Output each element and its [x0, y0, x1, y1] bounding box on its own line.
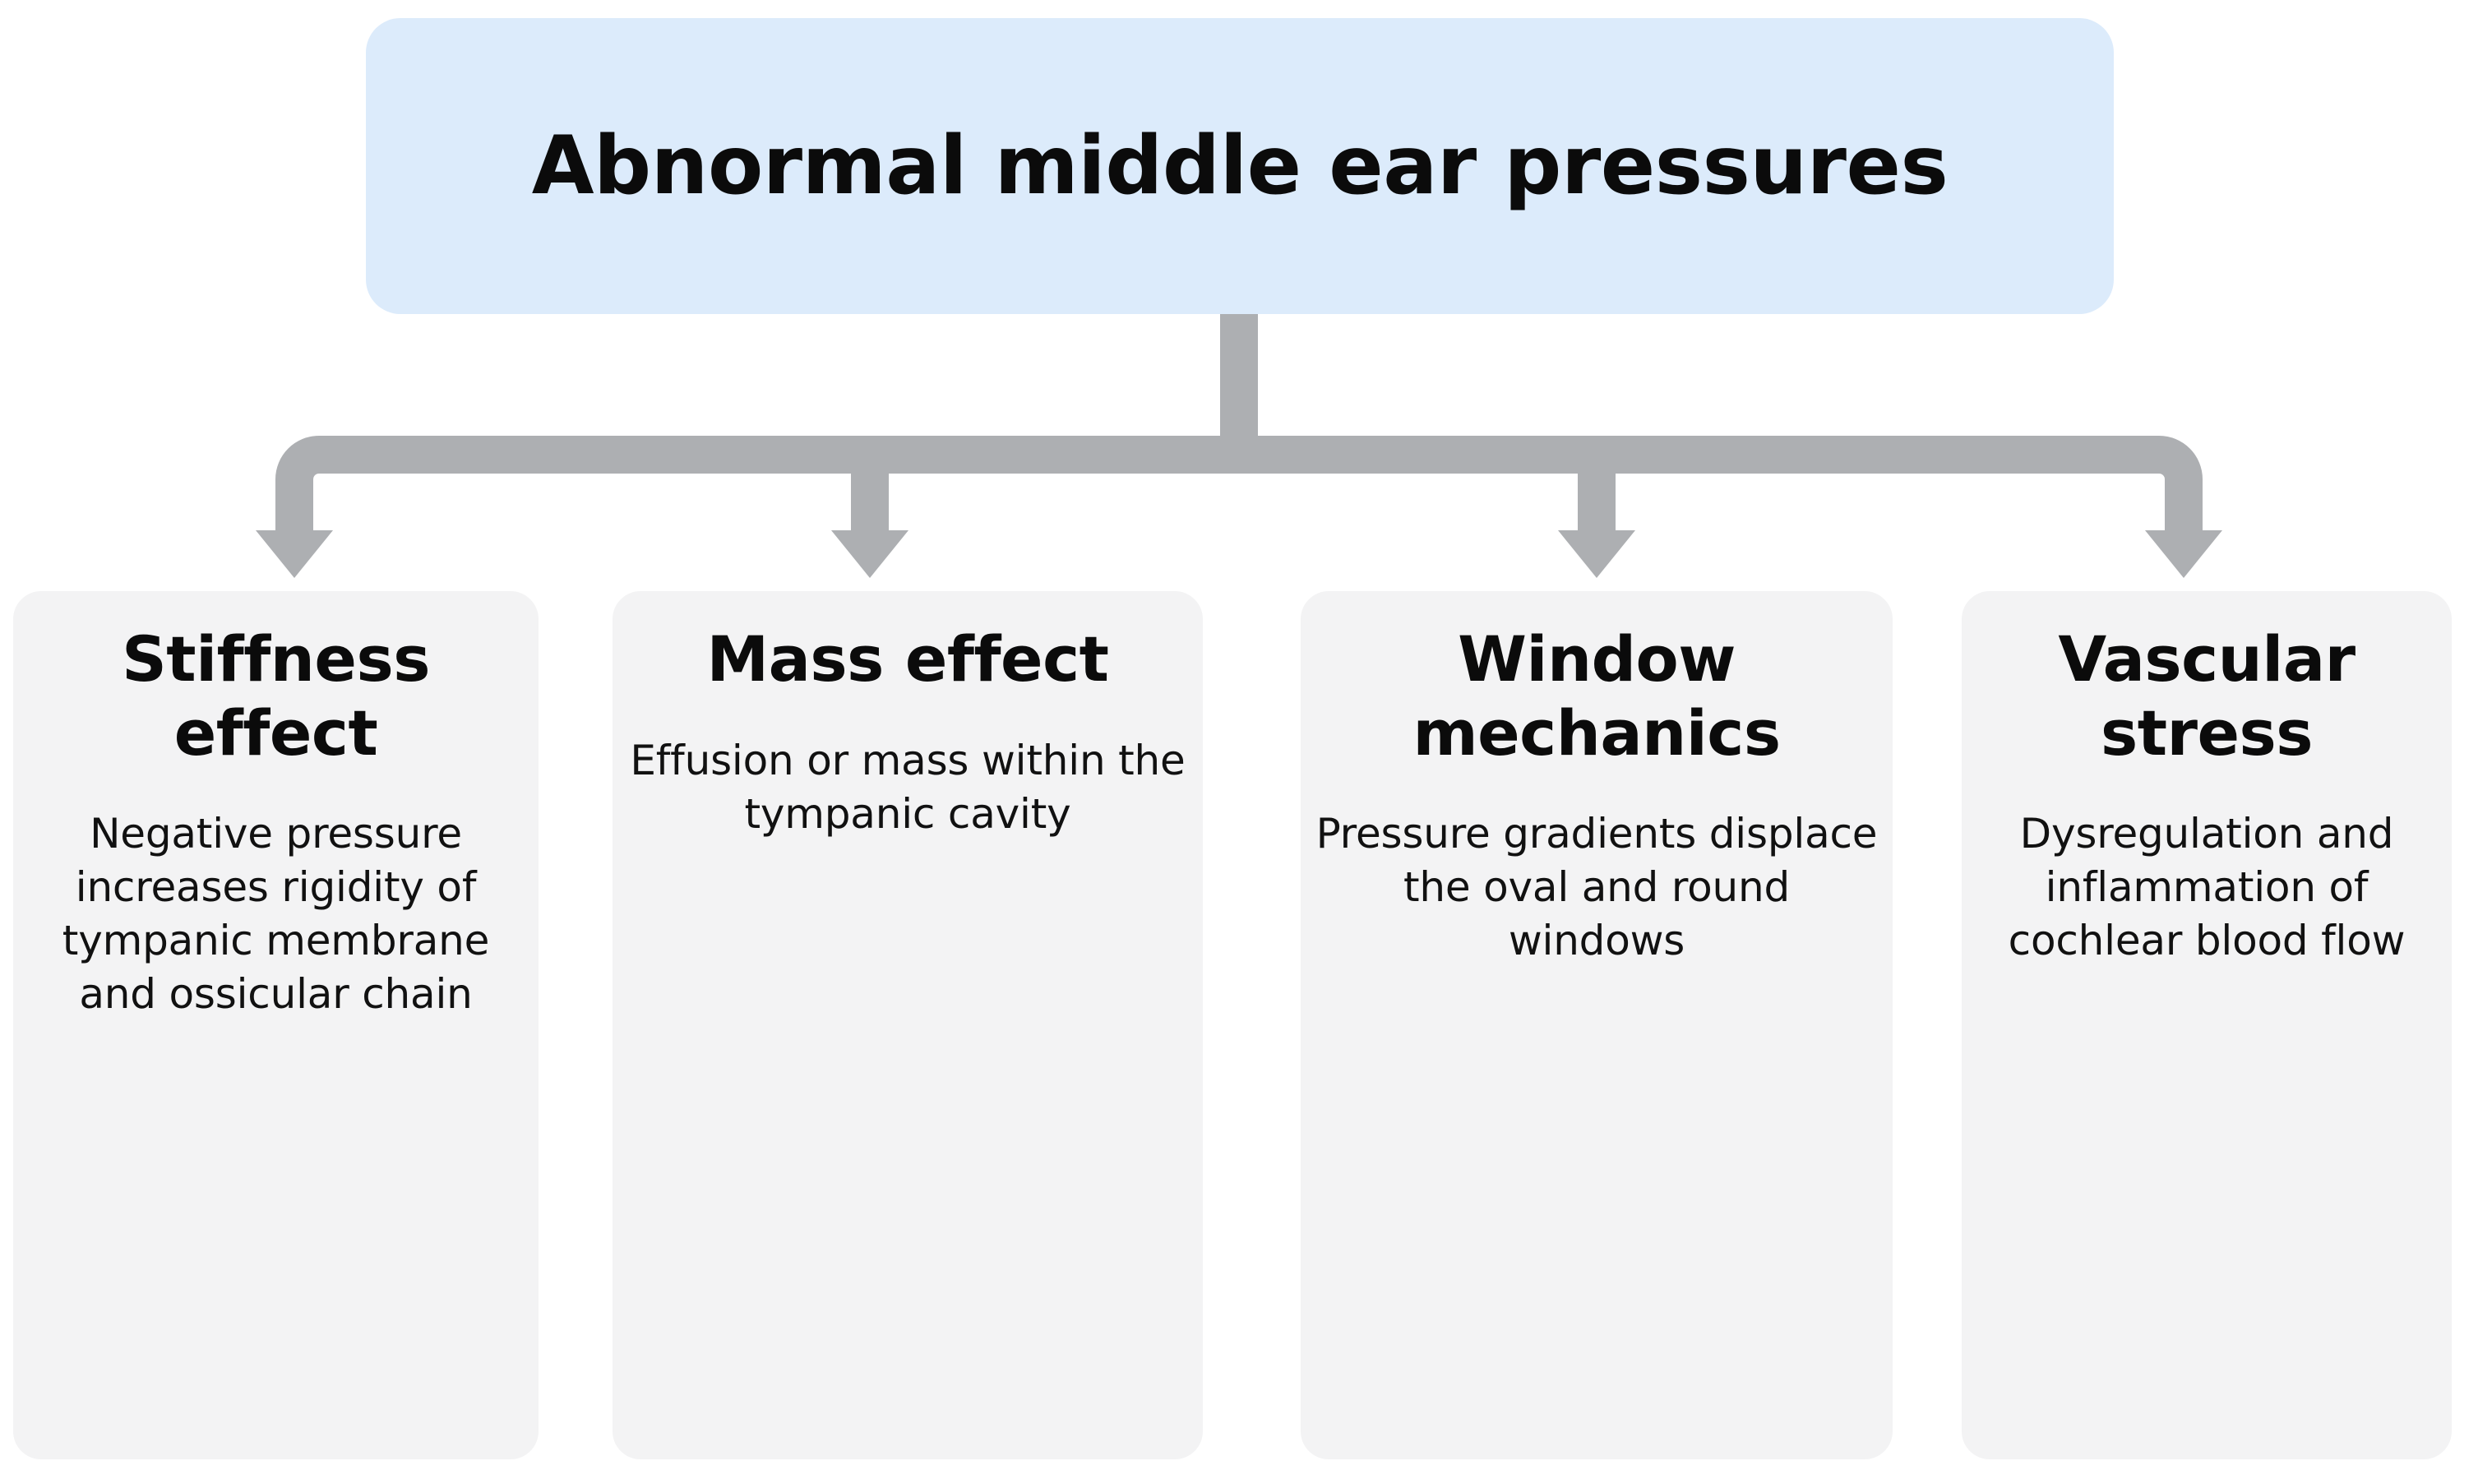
arrowhead-2: [831, 530, 908, 578]
root-node-title: Abnormal middle ear pressures: [531, 118, 1949, 213]
arrowhead-1: [256, 530, 333, 578]
leaf-card-title: Window mechanics: [1412, 622, 1781, 770]
leaf-card-body: Effusion or mass within the tympanic cav…: [630, 736, 1186, 838]
leaf-card-stiffness-effect[interactable]: Stiffness effect Negative pressure incre…: [13, 591, 539, 1459]
leaf-cards-row: Stiffness effect Negative pressure incre…: [0, 591, 2478, 1463]
branch-line-1: [275, 493, 313, 540]
leaf-card-body: Negative pressure increases rigidity of …: [62, 810, 490, 1019]
branch-line-3: [1578, 474, 1616, 540]
leaf-card-title: Stiffness effect: [122, 622, 430, 770]
branch-line-4: [2165, 493, 2203, 540]
leaf-card-mass-effect[interactable]: Mass effect Effusion or mass within the …: [613, 591, 1203, 1459]
leaf-card-vascular-stress[interactable]: Vascular stress Dysregulation and inflam…: [1962, 591, 2452, 1459]
leaf-card-title: Vascular stress: [2058, 622, 2355, 770]
leaf-card-body: Pressure gradients displace the oval and…: [1315, 810, 1878, 965]
leaf-card-title: Mass effect: [706, 622, 1109, 696]
root-node-abnormal-middle-ear-pressures[interactable]: Abnormal middle ear pressures: [366, 18, 2114, 314]
arrowhead-4: [2145, 530, 2222, 578]
horizontal-bus: [275, 436, 2203, 526]
branch-line-2: [851, 474, 889, 540]
arrowhead-3: [1558, 530, 1635, 578]
leaf-card-window-mechanics[interactable]: Window mechanics Pressure gradients disp…: [1301, 591, 1893, 1459]
trunk-line: [1220, 314, 1258, 446]
leaf-card-body: Dysregulation and inflammation of cochle…: [2008, 810, 2406, 965]
